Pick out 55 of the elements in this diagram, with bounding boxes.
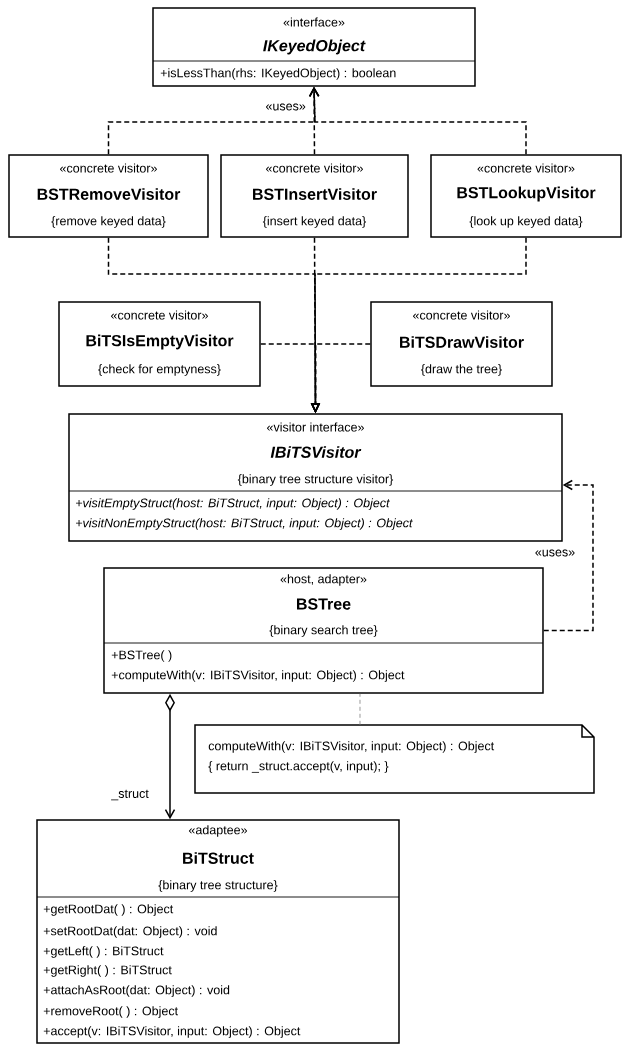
edge-label: «uses» [264, 102, 307, 112]
method-text: +BSTree( ) [111, 650, 172, 662]
stereotype-label: «concrete visitor» [413, 310, 510, 320]
method-text: +isLessThan(rhs: IKeyedObject) : boolean [160, 68, 396, 80]
constraint-label: {binary search tree} [269, 625, 378, 637]
note-text: computeWith(v: IBiTSVisitor, input: Object) : Object [208, 741, 495, 753]
class-name: IKeyedObject [263, 39, 366, 55]
class-name: IBiTSVisitor [270, 446, 362, 458]
stereotype-label: «visitor interface» [267, 422, 364, 432]
constraint-label: {binary tree structure visitor} [237, 474, 394, 486]
stereotype-label: «adaptee» [188, 825, 247, 837]
method-text: +getRootDat( ) : Object [43, 904, 174, 916]
class-name: BSTRemoveVisitor [37, 188, 181, 200]
stereotype-label: «interface» [283, 17, 345, 27]
class-box [152, 7, 476, 87]
constraint-label: {draw the tree} [421, 364, 502, 376]
class-name: BiTSDrawVisitor [400, 336, 524, 348]
method-text: +attachAsRoot(dat: Object) : void [43, 985, 230, 997]
method-text: +removeRoot( ) : Object [43, 1006, 178, 1018]
note-box [194, 724, 595, 794]
edge-label: «uses» [533, 548, 577, 558]
constraint-label: {binary tree structure} [158, 880, 278, 892]
method-text: +getLeft( ) : BiTStruct [43, 946, 164, 958]
constraint-label: {remove keyed data} [51, 216, 166, 228]
method-text: +visitEmptyStruct(host: BiTStruct, input: Object) : Object [76, 498, 390, 510]
class-box [430, 154, 622, 238]
constraint-label: {insert keyed data} [262, 216, 367, 228]
edge-label: _struct [110, 788, 150, 802]
stereotype-label: «concrete visitor» [111, 310, 208, 320]
stereotype-label: «concrete visitor» [60, 163, 157, 173]
constraint-label: {look up keyed data} [469, 216, 583, 228]
class-box [68, 413, 563, 542]
class-box [370, 301, 553, 387]
constraint-label: {check for emptyness} [98, 364, 221, 376]
stereotype-label: «host, adapter» [280, 574, 367, 586]
method-text: +computeWith(v: IBiTSVisitor, input: Object) : Object [111, 670, 405, 682]
class-box [58, 301, 261, 387]
class-name: BSTree [297, 598, 351, 610]
method-text: +visitNonEmptyStruct(host: BiTStruct, input: Object) : Object [76, 518, 413, 530]
method-text: +accept(v: IBiTSVisitor, input: Object) : Object [43, 1026, 301, 1038]
class-box [220, 154, 409, 238]
method-text: +setRootDat(dat: Object) : void [43, 926, 217, 938]
stereotype-label: «concrete visitor» [477, 163, 575, 173]
stereotype-label: «concrete visitor» [266, 163, 363, 173]
arrow [309, 86, 527, 155]
method-text: +getRight( ) : BiTStruct [43, 965, 172, 977]
class-box [36, 819, 400, 1044]
arrow [543, 479, 594, 632]
class-box [103, 567, 544, 694]
class-name: BiTStruct [183, 852, 254, 864]
class-name: BiTSIsEmptyVisitor [86, 334, 234, 350]
note-text: { return _struct.accept(v, input); } [208, 761, 389, 773]
class-box [8, 154, 209, 238]
class-name: BSTLookupVisitor [457, 186, 596, 202]
class-name: BSTInsertVisitor [253, 188, 377, 200]
